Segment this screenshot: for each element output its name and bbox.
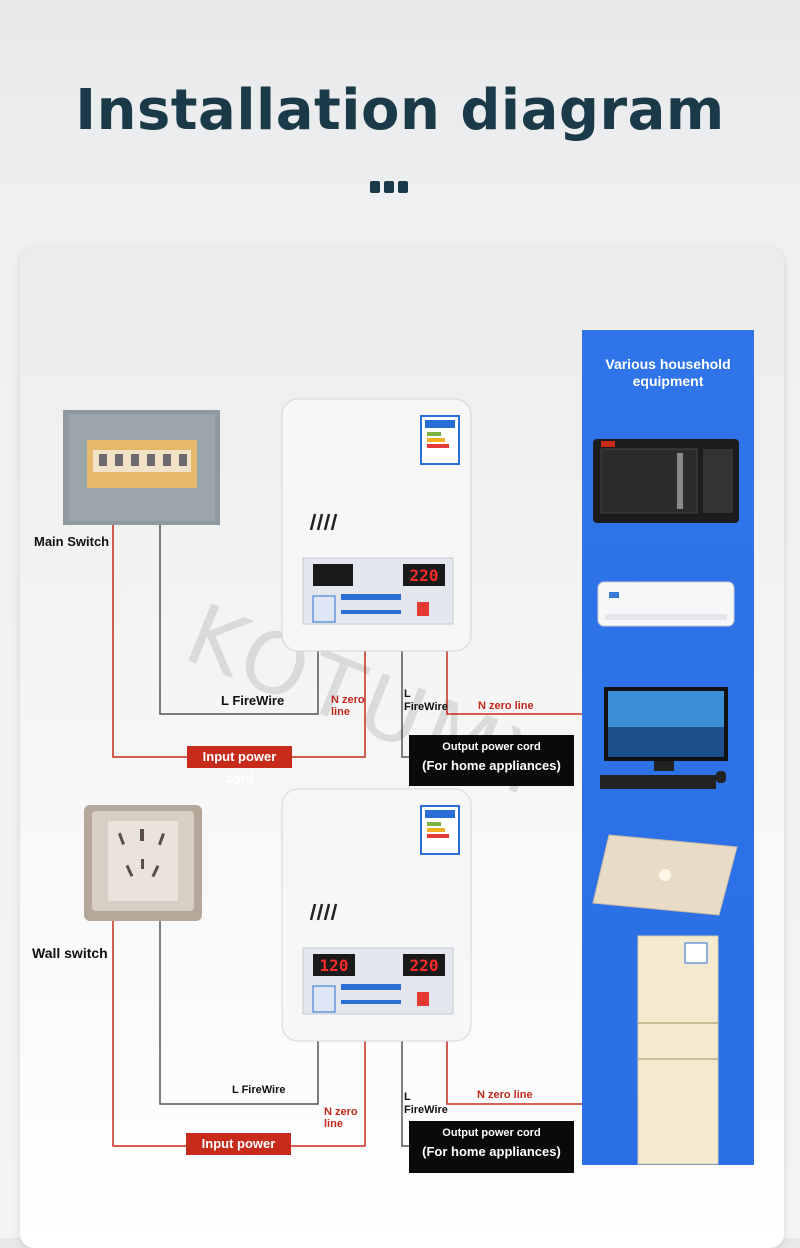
- top-output-n-wire: [446, 650, 582, 715]
- bottom-input-cord-label: Input power cord: [186, 1133, 291, 1173]
- refrigerator-icon: [637, 935, 719, 1165]
- breaker-box-icon: [63, 410, 220, 525]
- top-right-display: 220: [410, 566, 439, 585]
- bottom-left-display: 120: [320, 956, 349, 975]
- laptop-icon: [592, 834, 738, 916]
- bottom-l-wire: [159, 918, 319, 1105]
- top-input-cord-label: Input power cord: [187, 746, 292, 786]
- bottom-output-l-wire: [401, 1040, 410, 1147]
- wall-switch-label: Wall switch: [32, 945, 108, 961]
- air-conditioner-icon: [597, 581, 735, 627]
- microwave-icon: [593, 439, 739, 523]
- top-output-cord-box: Output power cord (For home appliances): [409, 735, 574, 786]
- top-l-wire: [159, 525, 319, 715]
- top-n-zero-out-label: N zero line: [478, 700, 534, 712]
- voltage-stabilizer-icon: 120 220: [281, 788, 472, 1042]
- title-dots: [370, 180, 430, 193]
- bottom-output-cord-box: Output power cord (For home appliances): [409, 1121, 574, 1173]
- wall-socket-icon: [84, 805, 202, 921]
- voltage-stabilizer-icon: 220: [281, 398, 472, 652]
- main-switch-label: Main Switch: [34, 534, 110, 549]
- page-title: Installation diagram: [75, 78, 725, 143]
- computer-monitor-icon: [600, 687, 728, 789]
- bottom-right-display: 220: [410, 956, 439, 975]
- bottom-output-n-wire: [446, 1040, 582, 1105]
- bottom-l-firewire-label: L FireWire: [232, 1084, 286, 1096]
- bottom-n-zero-out-label: N zero line: [477, 1089, 533, 1101]
- top-l-firewire-label: L FireWire: [221, 693, 285, 708]
